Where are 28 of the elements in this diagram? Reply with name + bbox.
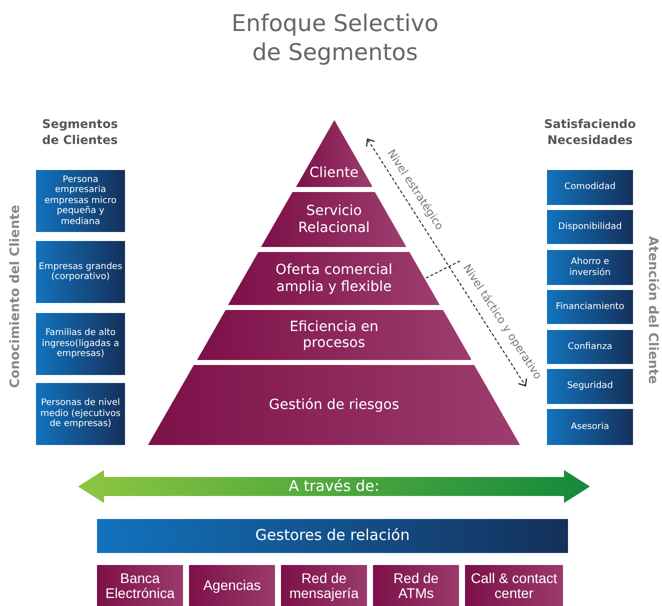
pyramid-layer: Cliente: [296, 120, 372, 187]
side-label: Satisfaciendo Necesidades: [543, 116, 637, 148]
channel-box: Agencias: [189, 565, 275, 606]
side-label: Segmentos de Clientes: [41, 116, 119, 148]
pyramid-layer: Gestión de riesgos: [148, 365, 520, 445]
channel-box: Red de ATMs: [373, 565, 459, 606]
diagram-title: Enfoque Selectivo de Segmentos: [230, 10, 440, 68]
side-label: Conocimiento del Cliente: [8, 208, 24, 388]
side-label: Atención del Cliente: [644, 235, 660, 386]
need-card: Confianza: [547, 330, 633, 364]
segment-card: Familias de alto ingreso(ligadas a empresas): [36, 313, 125, 375]
need-card: Disponibilidad: [547, 210, 633, 244]
need-card: Asesoria: [547, 409, 633, 445]
segment-card: Persona empresaria empresas micro pequeña y mediana: [36, 170, 125, 232]
need-card: Seguridad: [547, 369, 633, 404]
need-card: Comodidad: [547, 170, 633, 205]
pyramid-layer: Oferta comercial amplia y flexible: [228, 252, 440, 305]
channel-box: Call & contact center: [465, 565, 563, 606]
pyramid-layer: Eficiencia en procesos: [196, 310, 472, 360]
segment-card: Personas de nivel medio (ejecutivos de empresas): [36, 383, 125, 445]
segment-card: Empresas grandes (corporativo): [36, 241, 125, 303]
channel-box: Red de mensajería: [281, 565, 367, 606]
need-card: Ahorro e inversión: [547, 250, 633, 285]
need-card: Financiamiento: [547, 290, 633, 324]
double-arrow-band: A través de:: [78, 470, 590, 503]
pyramid-layer: Servicio Relacional: [261, 192, 407, 247]
relation-bar: Gestores de relación: [97, 519, 568, 553]
channel-box: Banca Electrónica: [97, 565, 183, 606]
